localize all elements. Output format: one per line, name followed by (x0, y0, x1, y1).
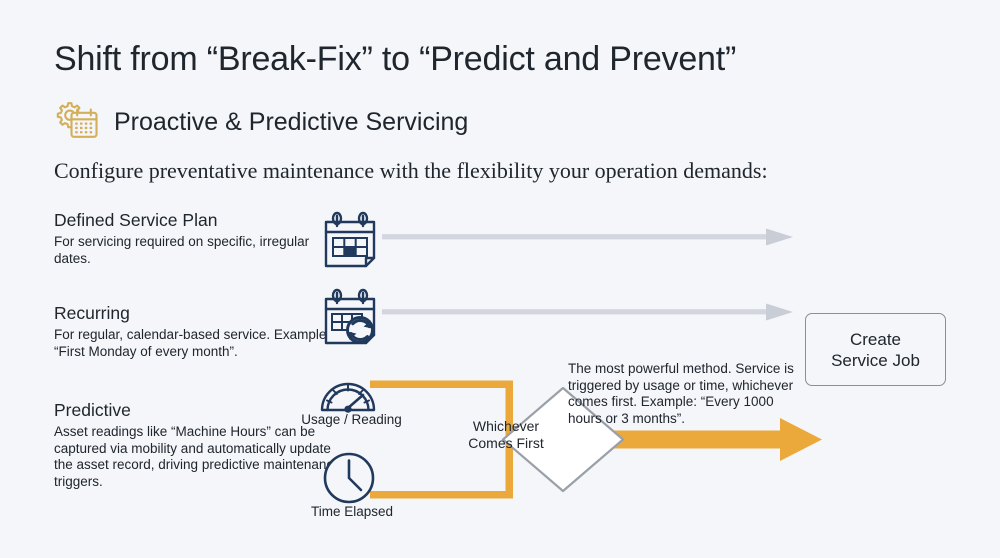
decision-diamond-label: Whichever Comes First (447, 418, 565, 452)
create-job-line-1: Create (849, 329, 901, 349)
gear-calendar-icon (54, 100, 100, 145)
page-title: Shift from “Break-Fix” to “Predict and P… (54, 40, 737, 78)
predictive-note-text: The most powerful method. Service is tri… (568, 361, 794, 426)
icon-caption-time: Time Elapsed (310, 504, 394, 519)
row-label-predictive: Predictive Asset readings like “Machine … (54, 400, 344, 490)
clock-icon (318, 448, 382, 512)
row-body-recurring: For regular, calendar-based service. Exa… (54, 327, 331, 359)
create-service-job-label: Create Service Job (831, 329, 920, 371)
row-body-defined: For servicing required on specific, irre… (54, 234, 310, 266)
create-job-line-2: Service Job (831, 350, 920, 370)
row-title-predictive: Predictive (54, 400, 131, 420)
icon-caption-usage: Usage / Reading (301, 412, 402, 427)
flow-arrow-defined (382, 226, 794, 248)
section-heading-label: Proactive & Predictive Servicing (114, 108, 469, 136)
lede-text: Configure preventative maintenance with … (54, 158, 768, 183)
row-body-predictive: Asset readings like “Machine Hours” can … (54, 424, 341, 489)
row-label-defined: Defined Service Plan For servicing requi… (54, 210, 344, 267)
decision-line-1: Whichever (472, 418, 540, 434)
calendar-icon (318, 208, 382, 272)
row-title-recurring: Recurring (54, 303, 130, 323)
create-service-job-box[interactable]: Create Service Job (805, 313, 946, 386)
decision-line-2: Comes First (468, 435, 544, 451)
row-label-recurring: Recurring For regular, calendar-based se… (54, 303, 344, 360)
row-title-defined: Defined Service Plan (54, 210, 218, 230)
section-heading: Proactive & Predictive Servicing (54, 100, 468, 145)
predictive-flow-graphic (370, 360, 840, 520)
calendar-recurring-icon (318, 285, 382, 349)
gauge-icon (316, 366, 380, 430)
flow-arrow-recurring (382, 301, 794, 323)
